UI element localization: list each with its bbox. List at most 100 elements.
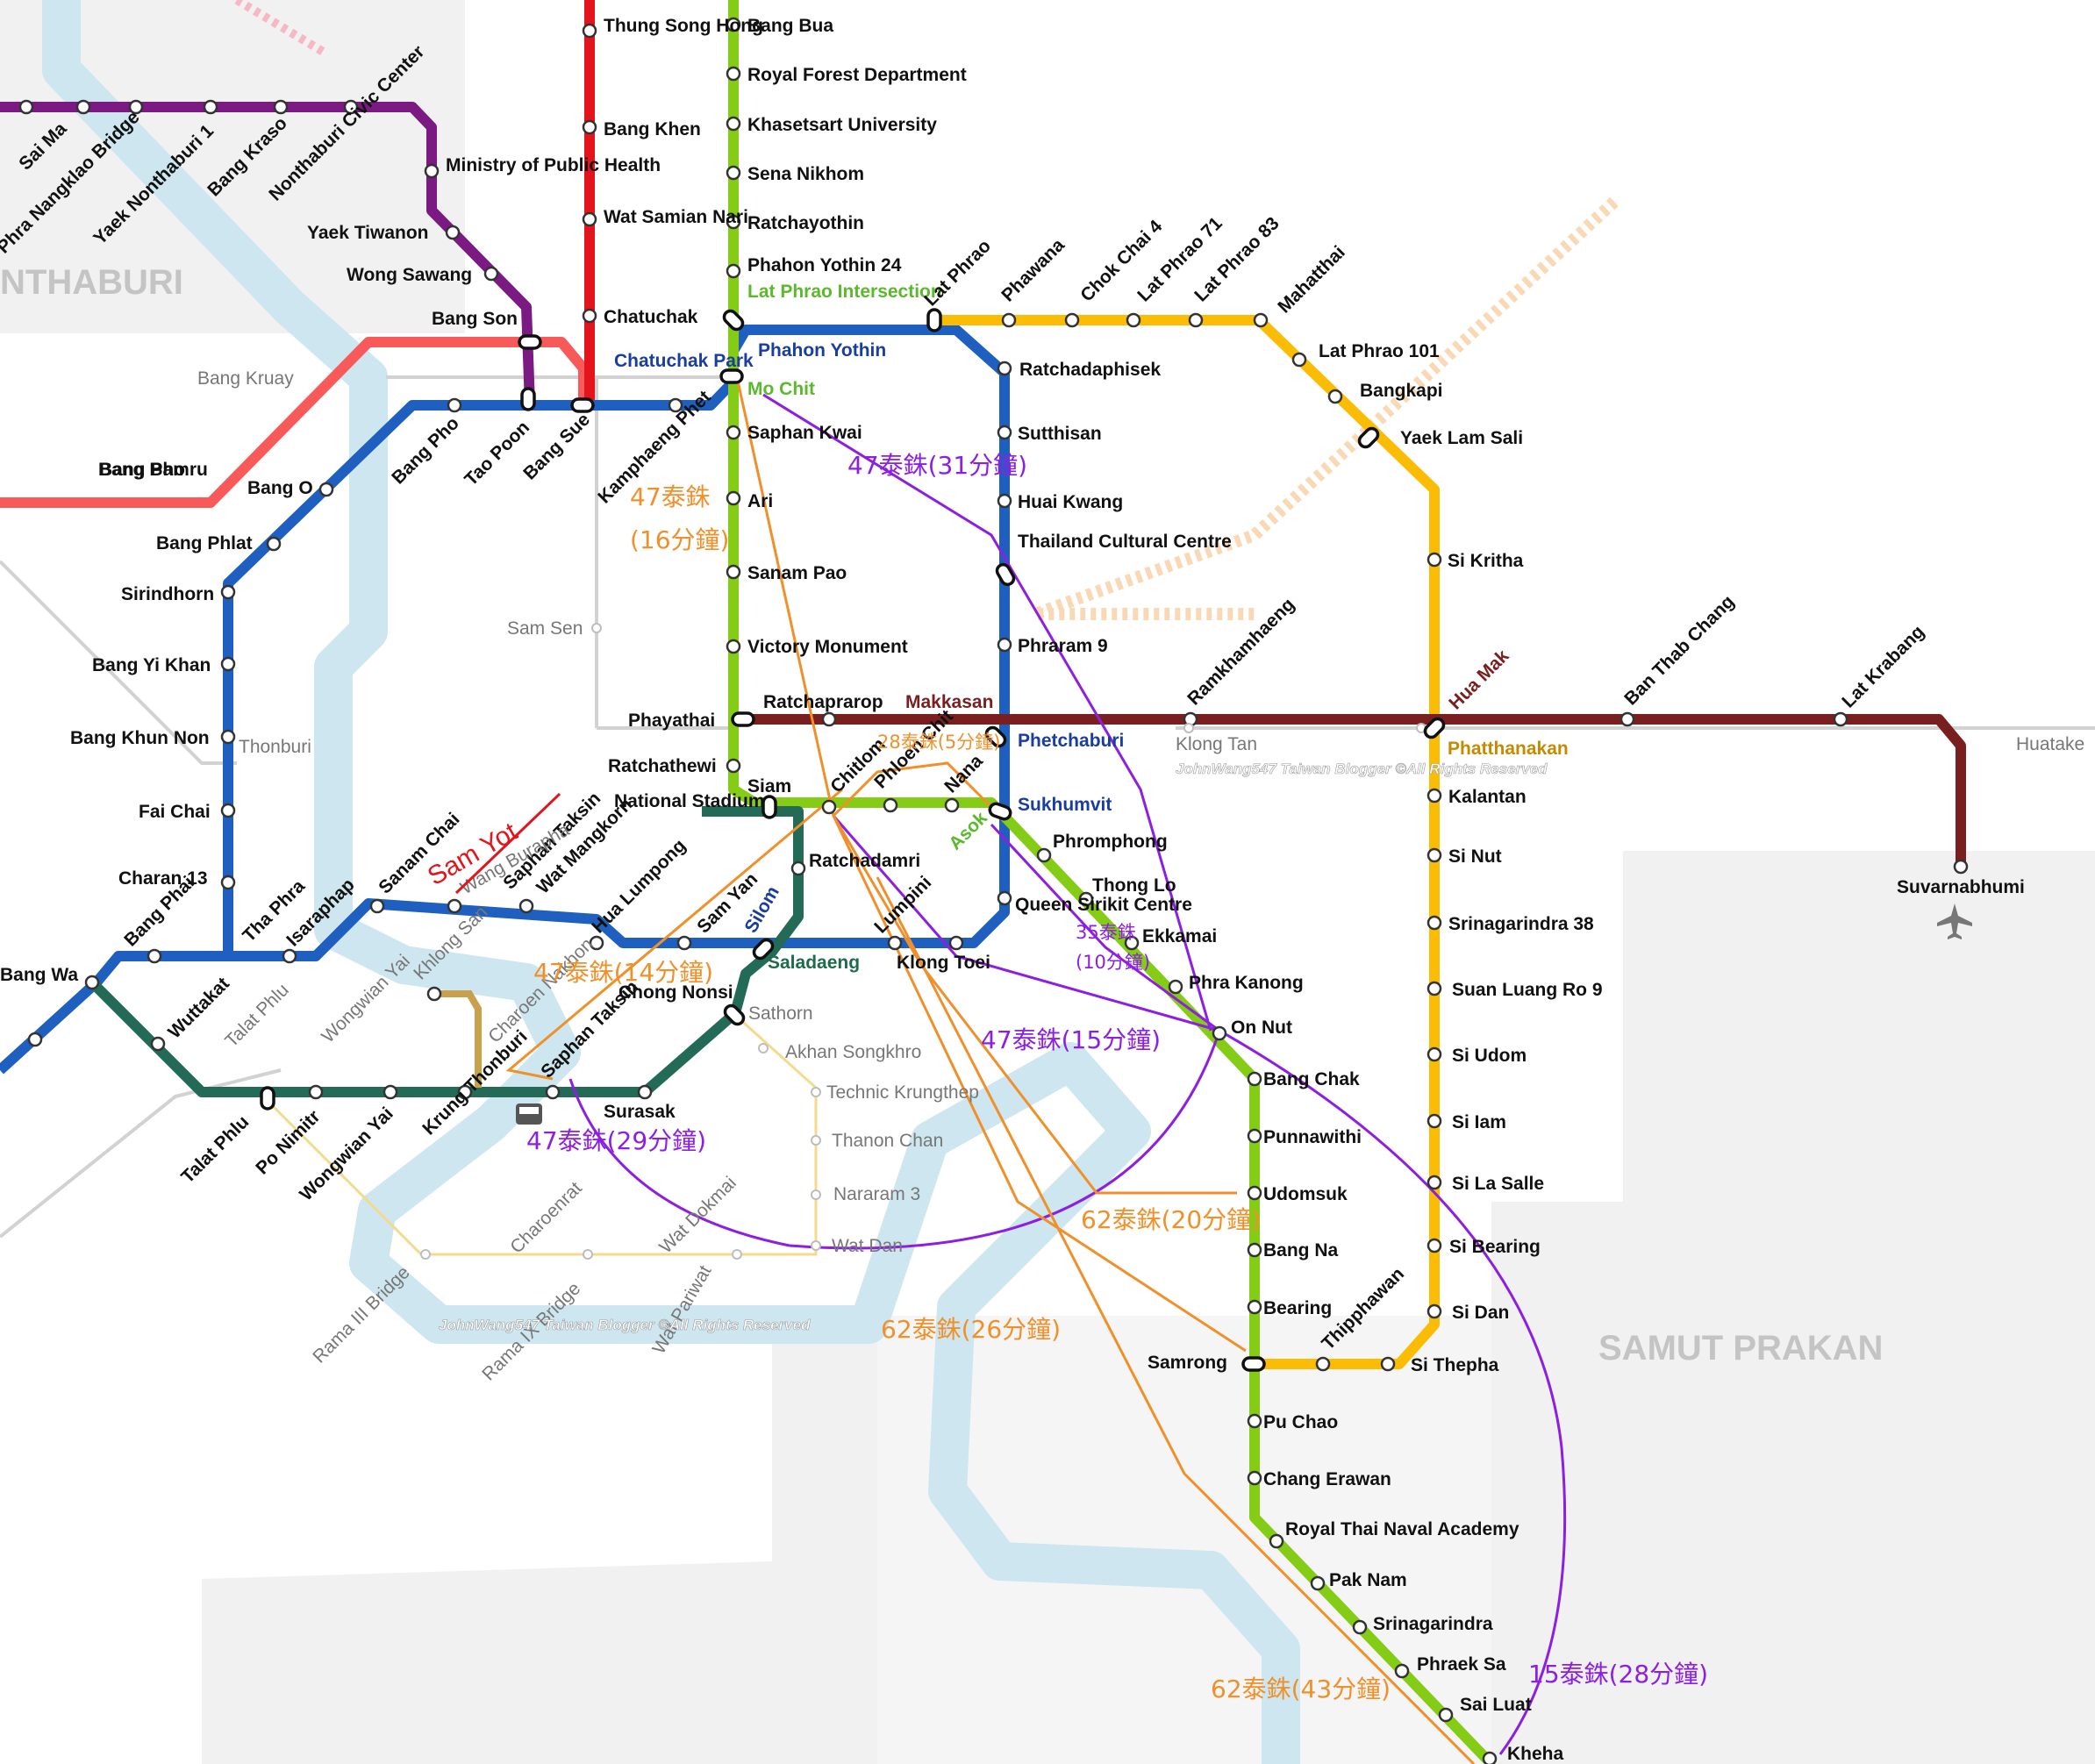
svg-text:Wuttakat: Wuttakat — [164, 974, 233, 1043]
svg-text:35泰銖: 35泰銖 — [1076, 922, 1136, 943]
svg-text:Udomsuk: Udomsuk — [1263, 1184, 1348, 1204]
svg-text:Hua Lumpong: Hua Lumpong — [588, 835, 690, 937]
svg-text:Chatuchak Park: Chatuchak Park — [614, 351, 754, 371]
airplane-icon — [1937, 903, 1972, 939]
svg-text:62泰銖(26分鐘): 62泰銖(26分鐘) — [881, 1315, 1061, 1344]
svg-text:Ratchaprarop: Ratchaprarop — [763, 692, 883, 712]
sukhumvit-line — [728, 0, 1496, 1764]
svg-text:Phromphong: Phromphong — [1053, 832, 1168, 852]
light-red-line — [0, 337, 589, 508]
svg-text:Bang Yi Khan: Bang Yi Khan — [92, 655, 211, 675]
svg-text:Sirindhorn: Sirindhorn — [121, 584, 214, 604]
svg-text:On Nut: On Nut — [1231, 1018, 1292, 1038]
maroon-labels: Ratchaprarop Makkasan Suvarnabhumi Klong… — [197, 368, 2084, 1256]
svg-text:Lat Krabang: Lat Krabang — [1838, 622, 1928, 712]
svg-text:Si Thepha: Si Thepha — [1411, 1355, 1499, 1375]
svg-text:Si Kritha: Si Kritha — [1448, 551, 1524, 571]
svg-text:Si Udom: Si Udom — [1452, 1046, 1527, 1066]
svg-text:Ari: Ari — [747, 491, 773, 511]
svg-text:Samrong: Samrong — [1148, 1353, 1227, 1373]
yellow-line — [934, 315, 1440, 1369]
svg-text:Klong Toei: Klong Toei — [897, 953, 990, 973]
svg-text:Bangkapi: Bangkapi — [1360, 381, 1443, 401]
green-line-labels: Bang Bua Royal Forest Department Khasets… — [604, 16, 967, 1122]
airport-rail-link — [742, 714, 1966, 867]
svg-text:Thanon Chan: Thanon Chan — [832, 1131, 943, 1151]
svg-text:Bang Kruay: Bang Kruay — [197, 368, 294, 389]
svg-text:Sathorn: Sathorn — [748, 1003, 813, 1024]
strike-line — [454, 792, 561, 895]
gold-line — [434, 990, 482, 1088]
svg-text:Victory Monument: Victory Monument — [747, 637, 908, 657]
svg-text:Chang Erawan: Chang Erawan — [1263, 1469, 1391, 1489]
svg-text:Srinagarindra: Srinagarindra — [1373, 1614, 1493, 1634]
svg-text:Bang Na: Bang Na — [1263, 1240, 1339, 1261]
svg-text:15泰銖(28分鐘): 15泰銖(28分鐘) — [1528, 1660, 1708, 1689]
svg-text:47泰銖: 47泰銖 — [630, 482, 711, 511]
svg-text:Huai Kwang: Huai Kwang — [1018, 492, 1123, 512]
svg-text:Si Iam: Si Iam — [1452, 1112, 1506, 1132]
svg-text:Po Nimitr: Po Nimitr — [252, 1106, 324, 1178]
svg-text:Bang Khen: Bang Khen — [604, 119, 701, 139]
svg-text:Phawana: Phawana — [997, 235, 1069, 306]
yellow-line-labels: Lat Phrao 101 Bangkapi Yaek Lam Sali Si … — [1319, 341, 1603, 1375]
svg-text:(10分鐘): (10分鐘) — [1076, 952, 1150, 973]
svg-text:Phahon Yothin: Phahon Yothin — [758, 340, 886, 361]
svg-text:Bang Pho: Bang Pho — [99, 460, 185, 480]
svg-text:Chong Nonsi: Chong Nonsi — [618, 982, 733, 1003]
svg-text:Saladaeng: Saladaeng — [768, 953, 860, 973]
station-dots — [18, 17, 1969, 1764]
svg-text:Sutthisan: Sutthisan — [1018, 424, 1102, 444]
svg-text:Queen Sirikit Centre: Queen Sirikit Centre — [1015, 895, 1192, 915]
svg-text:Thailand Cultural Centre: Thailand Cultural Centre — [1018, 532, 1232, 552]
svg-text:Si La Salle: Si La Salle — [1452, 1174, 1544, 1194]
svg-text:Srinagarindra 38: Srinagarindra 38 — [1448, 914, 1594, 934]
svg-text:Hua Mak: Hua Mak — [1445, 646, 1513, 714]
svg-text:Wat Samian Nari: Wat Samian Nari — [604, 207, 748, 227]
blue-line-labels: Phahon Yothin Chatuchak Park Ratchadaphi… — [0, 340, 1232, 985]
svg-text:47泰銖(15分鐘): 47泰銖(15分鐘) — [981, 1025, 1161, 1054]
svg-text:Thonburi: Thonburi — [239, 737, 311, 757]
svg-text:Talat Phlu: Talat Phlu — [177, 1111, 253, 1187]
route-labels: 47泰銖(31分鐘) 47泰銖 (16分鐘) 28泰銖(5分鐘) 35泰銖 (1… — [526, 451, 1708, 1703]
svg-text:Makkasan: Makkasan — [905, 692, 993, 712]
interchange-markers — [260, 308, 1446, 1372]
svg-text:Thung Song Hong: Thung Song Hong — [604, 16, 763, 36]
svg-text:Surasak: Surasak — [604, 1102, 676, 1122]
red-purple-labels: Thung Song Hong Bang Khen Wat Samian Nar… — [98, 16, 763, 480]
svg-text:Bang O: Bang O — [247, 478, 313, 498]
svg-text:Si Dan: Si Dan — [1452, 1303, 1509, 1323]
svg-text:Mahatthai: Mahatthai — [1274, 242, 1349, 318]
svg-text:Kalantan: Kalantan — [1448, 787, 1527, 807]
svg-text:62泰銖(43分鐘): 62泰銖(43分鐘) — [1211, 1675, 1391, 1703]
svg-text:(16分鐘): (16分鐘) — [630, 525, 729, 554]
svg-text:Ekkamai: Ekkamai — [1142, 926, 1217, 946]
svg-text:Talat Phlu: Talat Phlu — [221, 980, 292, 1051]
svg-text:Kheha: Kheha — [1507, 1744, 1564, 1764]
svg-text:Royal Thai Naval Academy: Royal Thai Naval Academy — [1285, 1519, 1519, 1539]
watermark-2: JohnWang547 Taiwan Blogger ©All Rights R… — [439, 1317, 811, 1333]
svg-text:Wong Sawang: Wong Sawang — [347, 265, 472, 285]
train-icon — [516, 1103, 542, 1125]
svg-text:Phahon Yothin 24: Phahon Yothin 24 — [747, 255, 902, 275]
svg-text:Phetchaburi: Phetchaburi — [1018, 731, 1124, 751]
silom-line — [88, 806, 804, 1097]
svg-text:Bang Bua: Bang Bua — [747, 16, 833, 36]
region-samut-prakan: SAMUT PRAKAN — [1598, 1329, 1883, 1368]
svg-text:Bang Wa: Bang Wa — [0, 965, 78, 985]
svg-text:Ratchadamri: Ratchadamri — [809, 851, 920, 871]
svg-text:Ratchathewi: Ratchathewi — [608, 756, 717, 776]
svg-text:Lat Phrao: Lat Phrao — [920, 236, 995, 311]
svg-text:Tao Poon: Tao Poon — [461, 418, 533, 490]
svg-text:Ban Thab Chang: Ban Thab Chang — [1620, 591, 1738, 709]
svg-text:Phatthanakan: Phatthanakan — [1448, 739, 1569, 759]
future-pink-dashed — [234, 0, 327, 57]
svg-text:Charoenrat: Charoenrat — [506, 1178, 586, 1258]
svg-text:Charan 13: Charan 13 — [118, 868, 208, 889]
svg-text:Royal Forest Department: Royal Forest Department — [747, 65, 967, 85]
svg-text:Yaek Lam Sali: Yaek Lam Sali — [1400, 428, 1523, 448]
svg-text:Ratchadaphisek: Ratchadaphisek — [1019, 360, 1161, 380]
svg-text:Bang Bamru: Bang Bamru — [98, 460, 208, 480]
svg-text:Ministry of Public Health: Ministry of Public Health — [446, 155, 661, 175]
